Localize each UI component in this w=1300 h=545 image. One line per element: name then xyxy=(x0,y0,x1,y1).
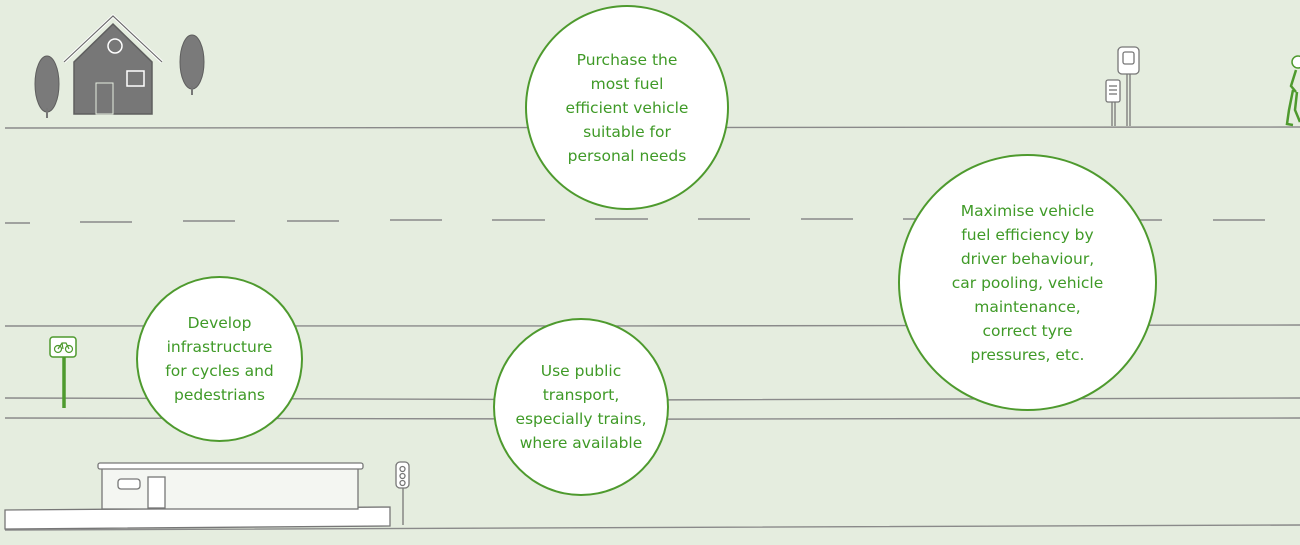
ground-line xyxy=(4,524,1300,531)
station-icon xyxy=(4,462,391,530)
bubble-develop-text: Develop infrastructure for cycles and pe… xyxy=(165,314,274,404)
traffic-light-icon xyxy=(395,461,410,525)
house-icon xyxy=(62,13,164,115)
bubble-develop-infrastructure: Develop infrastructure for cycles and pe… xyxy=(136,276,303,442)
bubble-purchase-vehicle: Purchase the most fuel efficient vehicle… xyxy=(525,5,729,210)
bus-stop-icon xyxy=(1105,46,1140,126)
tree-icon xyxy=(179,34,205,95)
pedestrian-icon xyxy=(1285,55,1300,127)
bubble-maximise-efficiency: Maximise vehicle fuel efficiency by driv… xyxy=(898,154,1157,411)
bubble-public-transport-text: Use public transport, especially trains,… xyxy=(515,362,647,452)
tree-icon xyxy=(34,55,60,118)
cycle-sign-icon xyxy=(49,336,77,408)
bubble-public-transport: Use public transport, especially trains,… xyxy=(493,318,669,496)
bubble-purchase-text: Purchase the most fuel efficient vehicle… xyxy=(565,50,689,165)
bubble-maximise-text: Maximise vehicle fuel efficiency by driv… xyxy=(951,201,1104,364)
